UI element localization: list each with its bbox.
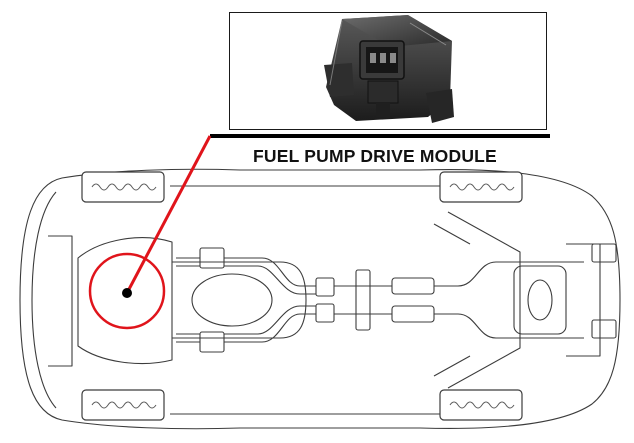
body-outline [19, 168, 621, 430]
tread-rear-left [449, 183, 515, 191]
rear-suspension-frame [447, 211, 521, 389]
tread-front-left [91, 183, 157, 191]
location-highlight-circle [88, 252, 166, 330]
exhaust-tip-right [591, 319, 617, 339]
rear-differential [513, 265, 567, 335]
catalytic-converter-right [199, 331, 225, 353]
tire-rear-left [439, 171, 523, 203]
resonator-right [315, 303, 335, 323]
x-pipe-crossover [355, 269, 371, 331]
exhaust-pipe-right-inner [176, 305, 316, 335]
rear-bumper-frame [566, 243, 601, 357]
tread-front-right [91, 401, 157, 409]
muffler-right [391, 305, 435, 323]
engine-bay [77, 237, 173, 365]
fuel-pump-drive-module-photo [324, 15, 454, 123]
rear-strut-right [433, 355, 471, 377]
fuel-tank-bulge [527, 279, 553, 321]
transmission-housing [191, 273, 273, 327]
rear-strut-left [433, 223, 471, 245]
exhaust-pipe-left [176, 257, 584, 287]
muffler-left [391, 277, 435, 295]
tread-rear-right [449, 401, 515, 409]
component-title: FUEL PUMP DRIVE MODULE [253, 146, 497, 166]
tire-front-right [81, 389, 165, 421]
tire-front-left [81, 171, 165, 203]
callout-leader-line [125, 135, 212, 294]
exhaust-pipe-left-inner [176, 265, 316, 295]
front-bumper-line [31, 191, 57, 409]
front-crossmember [48, 235, 73, 367]
location-marker-dot [122, 288, 132, 298]
exhaust-tip-left [591, 243, 617, 263]
resonator-left [315, 277, 335, 297]
tire-rear-right [439, 389, 523, 421]
component-photo-frame [229, 12, 547, 130]
exhaust-pipe-right [176, 313, 584, 343]
transmission-tunnel [172, 261, 307, 339]
catalytic-converter-left [199, 247, 225, 269]
